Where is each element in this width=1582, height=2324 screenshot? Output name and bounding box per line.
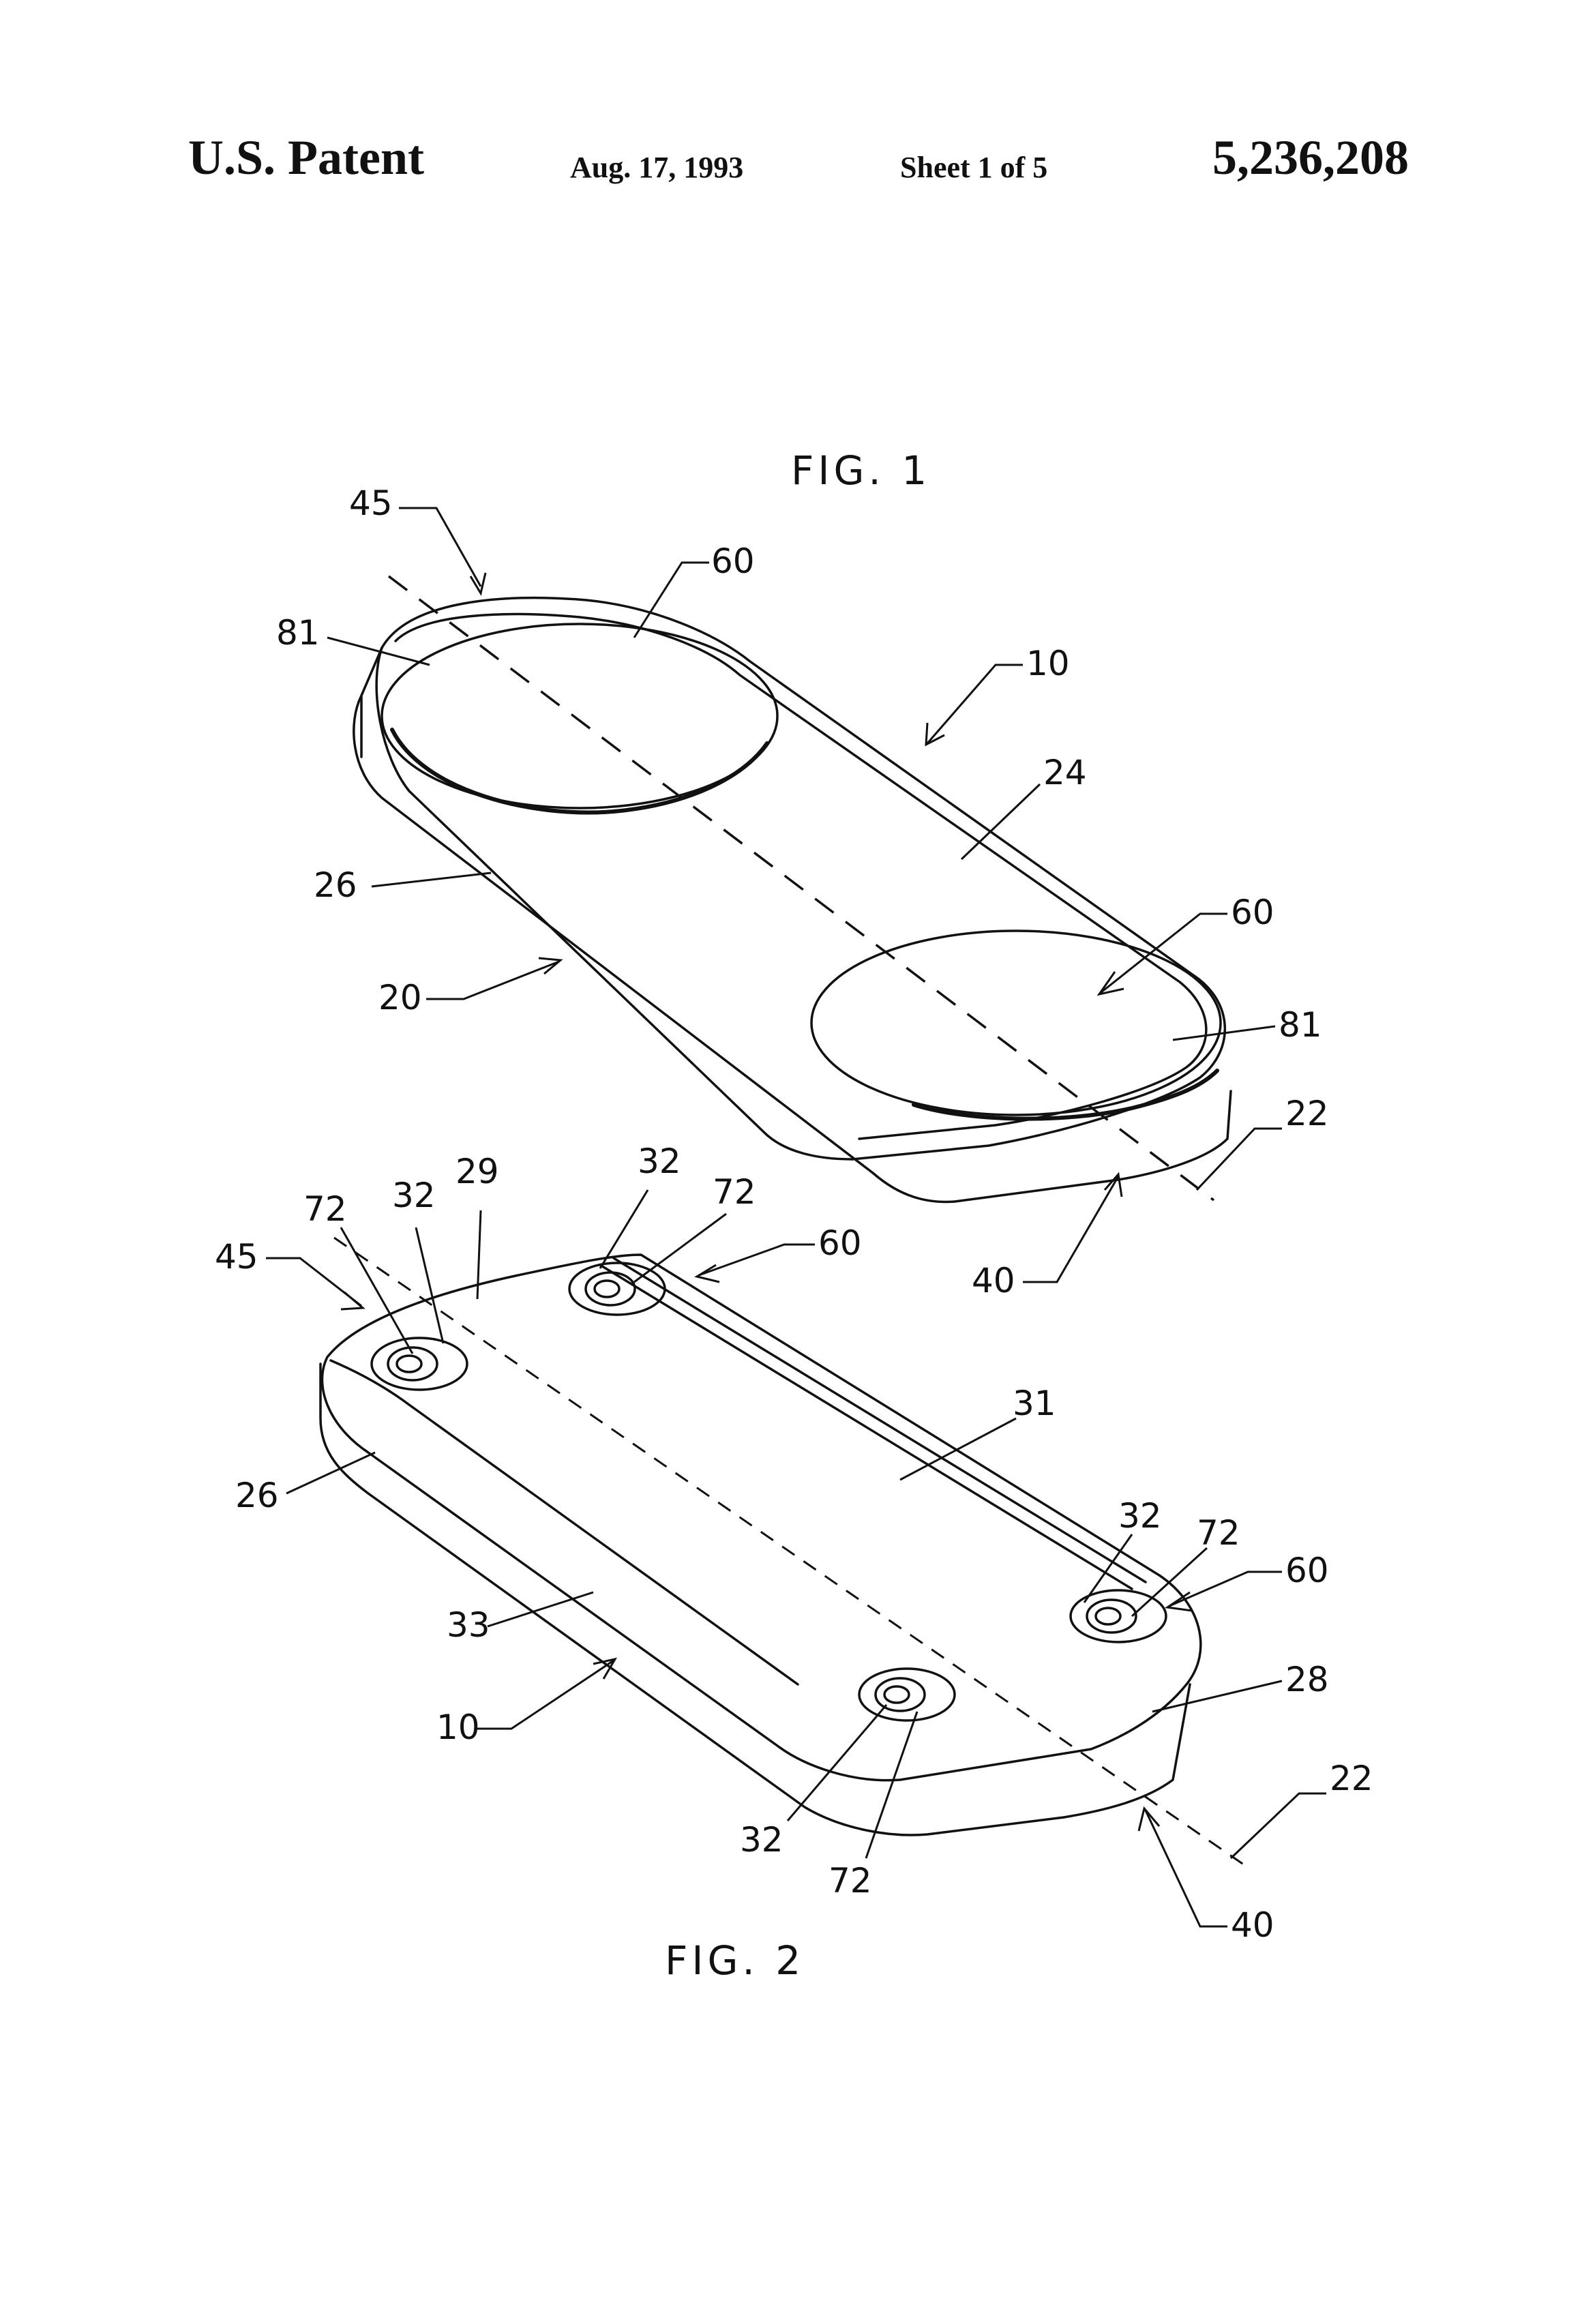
fig1-board-top: [375, 596, 1227, 1161]
fig1-pad-top-shadow: [390, 728, 769, 815]
fig2-leader-22: [1229, 1792, 1326, 1860]
fig1-leader-60a: [633, 561, 709, 638]
sheet-number: Sheet 1 of 5: [900, 151, 1048, 184]
fig1-leader-10: [926, 664, 1023, 744]
fig2-label: FIG. 2: [665, 1937, 805, 1984]
fig2-ref-32b: 32: [638, 1142, 681, 1181]
fig2-ref-72b: 72: [713, 1172, 756, 1212]
fig2-leader-29: [476, 1210, 482, 1300]
fig1-ref-60b: 60: [1231, 893, 1274, 932]
fig2-hole-4: [858, 1667, 956, 1722]
fig2-ref-32a: 32: [392, 1176, 436, 1215]
fig2-leader-33: [487, 1591, 594, 1628]
fig2-leader-10: [477, 1659, 614, 1730]
fig1-leader-40: [1023, 1176, 1120, 1283]
fig1-leader-20: [426, 960, 560, 1000]
fig1-ref-40: 40: [972, 1261, 1015, 1300]
fig2-ref-33: 33: [447, 1605, 490, 1645]
fig2-ref-40: 40: [1231, 1905, 1274, 1945]
fig2-arrow-10: [593, 1657, 618, 1680]
fig1-pad-top: [380, 623, 779, 809]
fig2-arrow-45: [340, 1291, 365, 1311]
fig2-leader-32a: [415, 1227, 445, 1344]
fig2-leader-26: [286, 1451, 376, 1495]
fig1-ref-24: 24: [1043, 753, 1087, 792]
patent-date: Aug. 17, 1993: [570, 151, 744, 184]
fig2-ref-31: 31: [1013, 1384, 1056, 1423]
fig2-ref-32d: 32: [740, 1820, 783, 1860]
fig2-leader-72b: [633, 1212, 727, 1283]
fig1-leader-81b: [1172, 1025, 1276, 1041]
fig1-board-edge-left: [360, 646, 383, 758]
fig1-arrow-40: [1103, 1172, 1123, 1197]
fig2-hole-1: [370, 1337, 468, 1391]
fig2-board-edge: [319, 1362, 1191, 1836]
fig2-ref-72d: 72: [829, 1861, 872, 1901]
fig2-arrow-60b: [1164, 1591, 1193, 1612]
fig2-ref-72a: 72: [303, 1189, 347, 1229]
fig1-leader-45: [399, 507, 482, 587]
fig1-label: FIG. 1: [791, 447, 931, 494]
fig2-ref-22: 22: [1330, 1759, 1373, 1798]
fig2-leader-31: [899, 1417, 1017, 1481]
fig2-drawing: FIG. 2: [215, 1142, 1373, 1984]
fig2-arrow-40: [1137, 1806, 1161, 1832]
fig2-ref-60a: 60: [818, 1223, 862, 1263]
fig1-ref-20: 20: [378, 978, 422, 1017]
fig1-ref-22: 22: [1285, 1094, 1329, 1133]
fig2-leader-72c: [1131, 1547, 1208, 1618]
fig2-ref-28: 28: [1285, 1660, 1329, 1699]
fig1-axis: [387, 575, 1215, 1202]
fig1-leader-60b: [1101, 912, 1227, 994]
fig2-hole-2: [568, 1262, 666, 1316]
fig2-hole-3: [1069, 1589, 1167, 1643]
fig2-leader-40: [1144, 1810, 1227, 1928]
fig2-board-top: [320, 1253, 1202, 1782]
fig2-leader-72d: [865, 1711, 919, 1859]
fig2-leader-45: [266, 1257, 362, 1307]
fig2-leader-60b: [1169, 1570, 1282, 1607]
fig2-leader-60a: [698, 1243, 815, 1277]
fig1-leader-24: [960, 783, 1041, 861]
fig2-axis: [333, 1236, 1245, 1866]
fig2-board-inner: [612, 1257, 1147, 1583]
fig2-ref-60b: 60: [1285, 1551, 1329, 1590]
fig1-arrow-60b: [1096, 971, 1124, 996]
fig1-board-edge: [353, 694, 1232, 1204]
fig2-arrow-60a: [694, 1264, 720, 1283]
patent-header-title: U.S. Patent: [188, 130, 424, 185]
fig2-leader-72a: [340, 1227, 414, 1354]
fig1-arrow-45: [469, 572, 487, 596]
fig2-ref-10: 10: [436, 1708, 480, 1747]
fig2-leader-32b: [599, 1189, 649, 1269]
fig2-ref-29: 29: [456, 1152, 499, 1191]
fig1-arrow-10: [925, 722, 945, 747]
fig2-leader-32c: [1083, 1534, 1133, 1603]
fig1-drawing: FIG. 1 45 60 81 10: [276, 447, 1329, 1300]
fig2-leader-32d: [786, 1704, 888, 1821]
fig1-pad-bottom: [810, 929, 1222, 1116]
fig1-ref-26: 26: [314, 865, 357, 905]
fig1-ref-60a: 60: [711, 541, 755, 581]
fig2-ref-26: 26: [235, 1476, 279, 1515]
fig2-ref-72c: 72: [1197, 1513, 1240, 1553]
fig1-ref-10: 10: [1026, 644, 1070, 683]
fig2-leader-28: [1152, 1680, 1283, 1713]
patent-number: 5,236,208: [1212, 130, 1409, 185]
fig1-leader-26: [371, 872, 492, 888]
fig2-ref-45: 45: [215, 1237, 258, 1277]
fig1-leader-22: [1195, 1127, 1282, 1191]
fig1-leader-81a: [327, 636, 430, 666]
fig1-bevel: [394, 612, 1208, 1140]
fig1-ref-45: 45: [349, 483, 393, 523]
fig1-ref-81a: 81: [276, 613, 320, 653]
fig1-pad-bottom-shadow: [912, 1069, 1219, 1121]
fig1-ref-81b: 81: [1279, 1005, 1322, 1045]
fig2-board-inner2: [599, 1264, 1133, 1590]
fig2-board-left-edge: [329, 1359, 799, 1686]
fig1-arrow-20: [538, 957, 563, 975]
fig2-ref-32c: 32: [1118, 1496, 1162, 1536]
